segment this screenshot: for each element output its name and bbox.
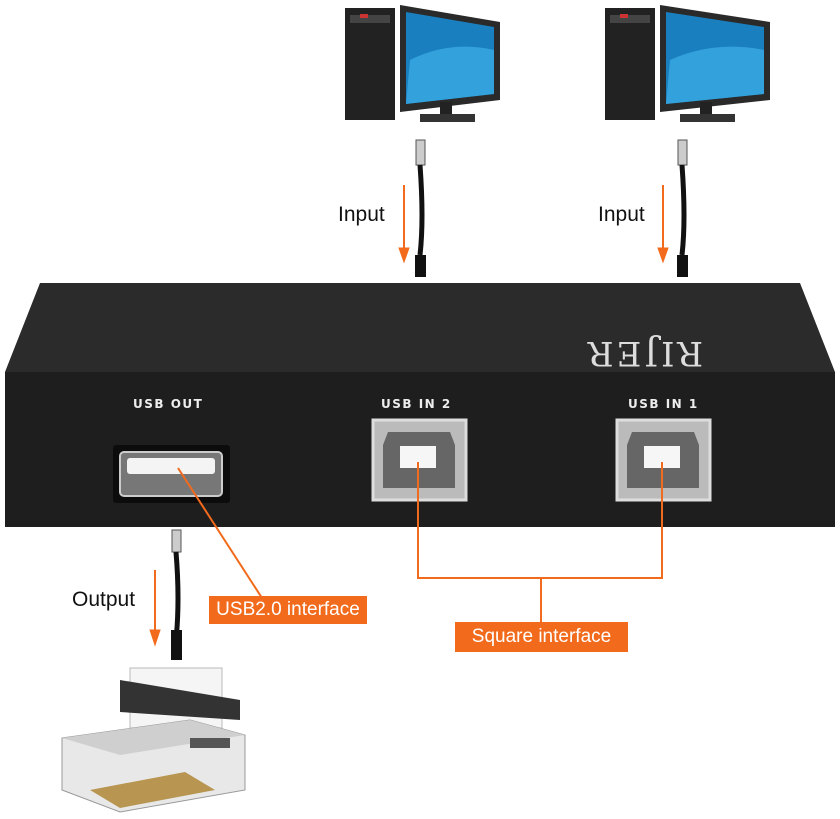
printer-icon: [61, 667, 246, 813]
usb-switch-box: [5, 283, 835, 527]
input-label-right: Input: [598, 203, 645, 226]
callout-square-interface: Square interface: [455, 622, 628, 652]
arrow-icon: [149, 185, 669, 647]
output-cable: [171, 529, 182, 660]
input-cable-left: [415, 139, 426, 277]
port-label-usb-in-2: USB IN 2: [381, 397, 452, 411]
input-label-left: Input: [338, 203, 385, 226]
computer-left: [345, 5, 500, 122]
callout-usb20-interface: USB2.0 interface: [209, 596, 367, 624]
port-label-usb-out: USB OUT: [133, 397, 204, 411]
brand-logo: RIJER: [585, 333, 704, 373]
computer-right: [605, 5, 770, 122]
callout-lines: [177, 462, 663, 622]
port-label-usb-in-1: USB IN 1: [628, 397, 699, 411]
input-cable-right: [677, 139, 688, 277]
output-label: Output: [72, 588, 136, 611]
